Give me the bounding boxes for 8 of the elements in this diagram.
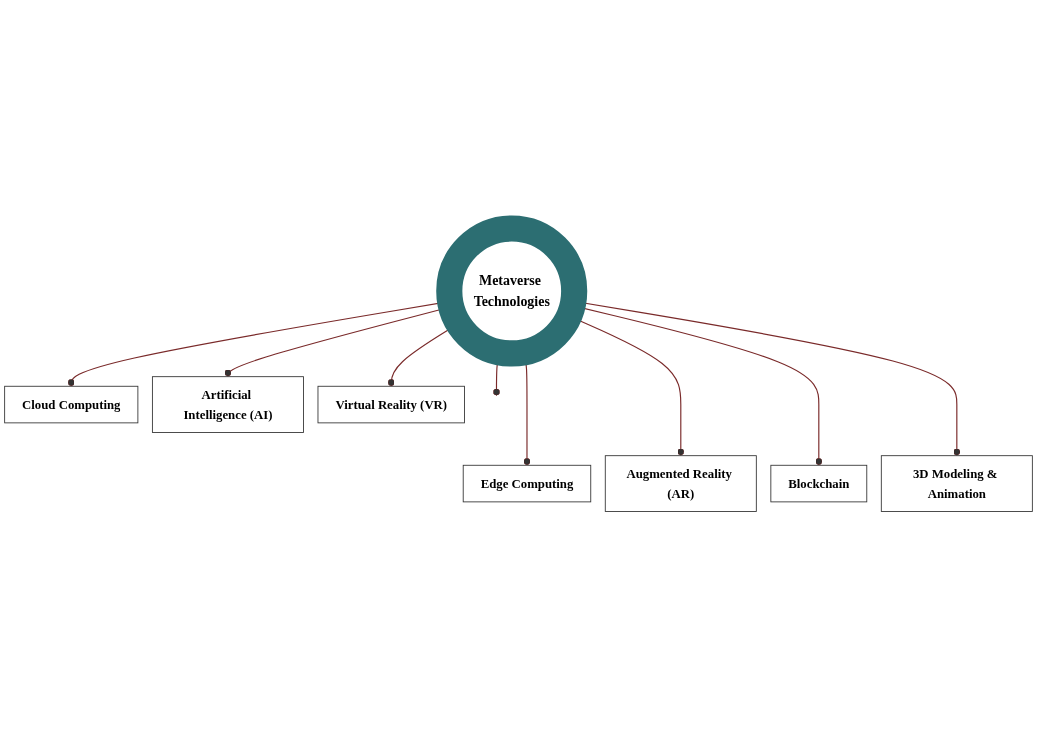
node-box: Virtual Reality (VR) — [317, 385, 465, 424]
node-box: Artificial Intelligence (AI) — [151, 376, 304, 433]
node-box: Blockchain — [770, 464, 868, 503]
node-circle: Metaverse Technologies — [436, 215, 588, 367]
node-box: Cloud Computing — [4, 385, 139, 424]
node-box: Augmented Reality (AR) — [604, 455, 757, 512]
node-box: Edge Computing — [462, 464, 592, 503]
node-box: 3D Modeling & Animation — [880, 455, 1033, 512]
